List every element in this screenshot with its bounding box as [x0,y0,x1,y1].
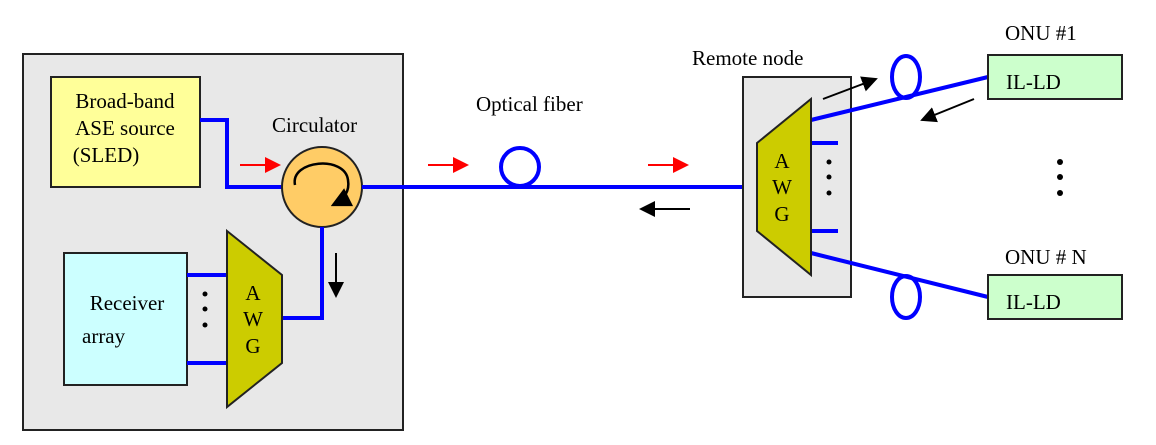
source-label-3: (SLED) [73,143,140,167]
upstream-arrow [920,98,975,123]
downstream-arrow [822,76,878,100]
receiver-label-2: array [82,324,126,348]
awg-letter: G [245,334,260,358]
onu-n-box [987,274,1123,320]
remote-awg [756,96,812,278]
drop-fiber-n [810,251,989,299]
receiver-array-box [63,252,188,386]
drop-fiber-1 [810,75,989,122]
source-label-1: Broad-band [75,89,175,113]
awg-letter: A [774,149,790,173]
fiber-spool-icon [890,274,922,320]
ase-source-box [50,76,201,188]
fiber-spool-icon [499,146,541,188]
awg-letter: W [243,307,263,331]
circulator-awg-fiber [282,227,324,320]
source-label-2: ASE source [75,116,175,140]
onu-1-device: IL-LD [1006,70,1061,94]
awg-letter: G [774,202,789,226]
circulator-label: Circulator [272,113,357,137]
onu-n-device: IL-LD [1006,290,1061,314]
ellipsis-dots [202,291,208,328]
receiver-label-1: Receiver [90,291,165,315]
olt-awg [226,228,283,410]
fiber-label: Optical fiber [476,92,583,116]
source-fiber [200,118,282,189]
awg-letter: W [772,175,792,199]
awg-letter: A [245,281,261,305]
onu-1-label: ONU #1 [1005,21,1077,45]
fiber-spool-icon [890,54,922,100]
circulator [281,146,363,228]
onu-n-label: ONU # N [1005,245,1087,269]
ellipsis-dots [1057,159,1063,196]
ellipsis-dots [826,159,832,196]
remote-node-label: Remote node [692,46,803,70]
onu-1-box [987,54,1123,100]
circulator-arrow-icon [293,162,354,207]
